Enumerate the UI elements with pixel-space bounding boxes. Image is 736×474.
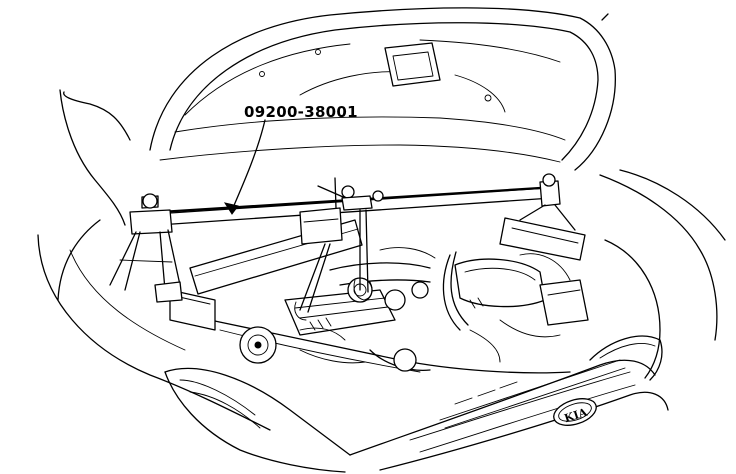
- part-number-label: 09200-38001: [244, 103, 358, 121]
- callout-leader: [223, 119, 266, 215]
- kia-badge: [553, 398, 597, 426]
- car-body: [37, 89, 726, 473]
- hood: [149, 7, 616, 171]
- engine-support-fixture: [109, 173, 586, 321]
